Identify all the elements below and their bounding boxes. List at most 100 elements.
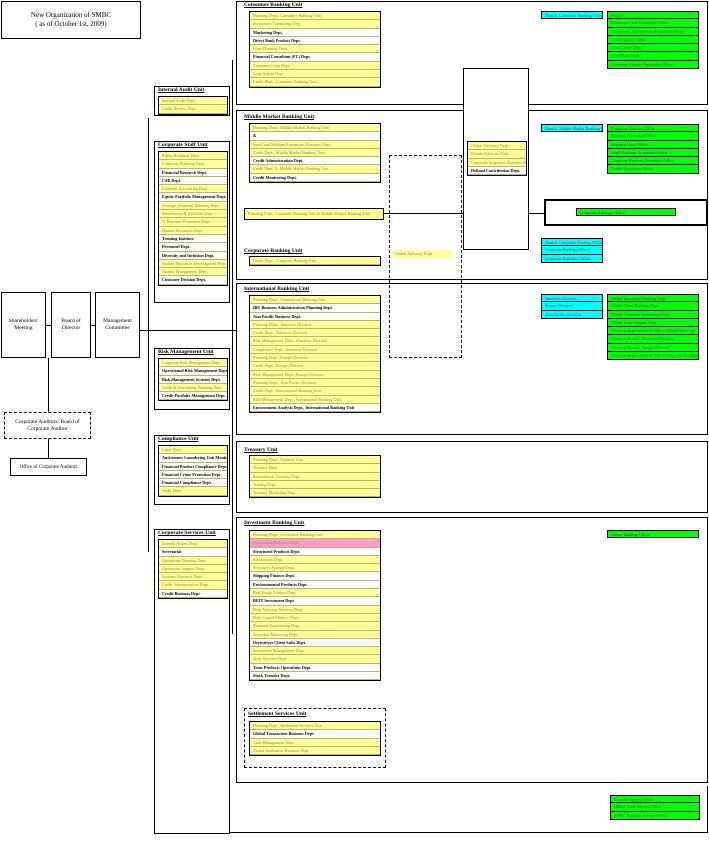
dept-row: Trust Products Operations Dept. — [250, 663, 380, 673]
dept-row: Operations Support Dept. — [159, 564, 227, 574]
connector — [232, 60, 233, 634]
shareholders-meeting-box: Shareholders' Meeting — [1, 292, 46, 358]
dept-row: Quality Management Dept. — [159, 268, 227, 277]
settlement-frame: Settlement Services Unit Planning Dept.,… — [244, 708, 386, 768]
connector — [46, 325, 51, 326]
dept-row: Corporate Employee Business Dept. — [468, 158, 526, 167]
dept-row: Stock Transfer Dept. — [250, 672, 380, 681]
middle-market-title: Middle Market Banking Unit — [244, 114, 315, 120]
dept-row: Secretariat — [159, 548, 227, 557]
corporate-advisory-frame: Corporate Advisory Office — [544, 199, 708, 226]
global-advisory-frame: Global Advisory Dept. — [389, 155, 462, 358]
dept-row: Compliance Dept., Americas Division — [250, 345, 380, 355]
office-row: Business Promotion Office — [607, 132, 699, 141]
connector — [48, 358, 49, 412]
title-line-2: ( as of October 1st, 2009) — [35, 20, 107, 28]
settlement-list: Planning Dept., Settlement Services Unit… — [249, 721, 381, 757]
dept-row: Syndication Dept. — [250, 555, 380, 565]
investment-banking-title: Investment Banking Unit — [244, 520, 305, 526]
office-row: Loan Center Dept. — [607, 44, 699, 53]
dept-row: Audit Dept. — [159, 487, 227, 496]
global-banking-office: Global Banking Office — [607, 530, 699, 539]
dept-row: Global Settlement Business Dept. — [250, 746, 380, 756]
international-green-offices: Global Structured Banking Dept.Global Cl… — [607, 294, 699, 361]
division-row: Asia Pacific Division — [541, 310, 603, 319]
dept-row: Risk Management Dept., International Ban… — [250, 395, 380, 404]
office-row: Global Trade Finance Dept. — [607, 318, 699, 328]
title-line-1: New Organization of SMBC — [30, 11, 112, 19]
dept-row: Debt Advisory Services Dept. — [250, 605, 380, 614]
dept-row: Private Advisory Dept. — [468, 150, 526, 159]
middle-market-list: Planning Dept., Middle Market Banking Un… — [249, 123, 381, 184]
division-row: Corporate Business Offices — [541, 254, 603, 263]
dept-row: Subsidiaries & Affiliates Dept. — [159, 210, 227, 219]
office-row: Regional Head Office — [607, 140, 699, 149]
connector — [140, 330, 240, 331]
dept-row: Credit Portfolio Management Dept. — [159, 392, 227, 401]
corporate-staff-list: Public Relations Dept.Corporate Planning… — [158, 151, 228, 286]
consumer-banking-title: Consumer Banking Unit — [244, 2, 303, 8]
dept-row: Human Resources Development Dept. — [159, 259, 227, 269]
dept-row: Direct Bank Product Dept. — [250, 36, 380, 46]
dept-row: Treasury Dept. — [250, 464, 380, 473]
dept-row: Investment Consulting Dept. — [250, 20, 380, 29]
dept-row: Risk Management Dept., Americas Division — [250, 337, 380, 346]
dept-row: Small and Medium Enterprises Business De… — [250, 140, 380, 149]
dept-row: Legal Dept. — [159, 446, 227, 455]
division-row: Branch, Corporate Banking Offices — [541, 238, 603, 247]
connector — [148, 118, 149, 552]
office-row: Credit Operations Office — [607, 165, 699, 174]
board-of-director-box: Board of Director — [51, 292, 91, 358]
dept-row: Credit Administration Dept. — [250, 157, 380, 166]
dept-row: Loan Planning Dept. — [250, 45, 380, 54]
dept-row: Defined Contribution Dept. — [468, 166, 526, 176]
internal-audit-list: Internal Audit Dept.Credit Review Dept. — [158, 96, 228, 115]
dept-row: Trust Services Dept. — [250, 655, 380, 664]
corporate-auditors-box: Corporate Auditors/ Board of Corporate A… — [4, 412, 91, 439]
dept-row: Syndication Business Dept. — [250, 539, 380, 548]
division-row: Corporate Banking Offices — [541, 246, 603, 255]
dept-row: Financial Crime Protection Dept. — [159, 470, 227, 480]
dept-row: Corporate Risk Management Dept. — [159, 359, 227, 368]
dept-row: Operational Risk Management Dept. — [159, 367, 227, 376]
dept-row: Planning Dept., Americas Division — [250, 320, 380, 330]
office-row: Small Business Promotion Office — [607, 148, 699, 158]
dept-row: Asia Pacific Business Dept. — [250, 312, 380, 321]
dept-row: Financial Compliance Dept. — [159, 479, 227, 488]
dept-row: Financial Consultant (FC) Dept. — [250, 53, 380, 62]
dept-row: Consumer Loan Dept. — [250, 61, 380, 71]
dept-row: Diversity and Inclusion Dept. — [159, 251, 227, 260]
dept-row: Financial Accounting Dept. — [159, 185, 227, 194]
global-advisory-dept: Global Advisory Dept. — [392, 250, 452, 259]
division-row: Europe Division — [541, 302, 603, 311]
office-row: Branch — [607, 11, 699, 20]
management-committee-box: Management Committee — [95, 292, 140, 358]
office-row: Global Corporate Investment Dept. — [607, 310, 699, 319]
dept-row: Training Institute — [159, 234, 227, 244]
dept-row: Credit Dept., Consumer Banking Unit — [250, 78, 380, 87]
dept-row: IBU Business Administration Planning Dep… — [250, 304, 380, 313]
dept-row: Planning Dept., Middle Market Banking Un… — [250, 124, 380, 133]
corporate-advisory-office: Corporate Advisory Office — [576, 208, 676, 217]
dept-row: Planning Dept., Investment Banking Unit — [250, 531, 380, 540]
dept-row: Customer Division Dept. — [159, 276, 227, 285]
office-row: Consumer Finance Promotion Office — [607, 60, 699, 70]
risk-management-list: Corporate Risk Management Dept.Operation… — [158, 358, 228, 402]
dept-row: Credit Dept., Europe Division — [250, 362, 380, 371]
dept-row: Credit Dept., International Banking Unit — [250, 387, 380, 396]
office-row: Global Client Banking Dept. — [607, 302, 699, 311]
office-row: Loan Support Office — [607, 35, 699, 45]
dept-row: Planning Dept., Treasury Unit — [250, 456, 380, 465]
corporate-banking-title: Corporate Banking Unit — [244, 248, 303, 254]
compliance-unit: Compliance Unit Legal Dept.Anti-money La… — [154, 435, 230, 505]
dept-row: Loan Admin Dept. — [250, 70, 380, 79]
dept-row: Structured Products Dept. — [250, 547, 380, 556]
dept-row: Corporate Planning Dept. — [159, 160, 227, 169]
office-row: Transfer Agency Office — [610, 795, 700, 804]
dept-row: Strategic Financial Planning Dept. — [159, 201, 227, 211]
